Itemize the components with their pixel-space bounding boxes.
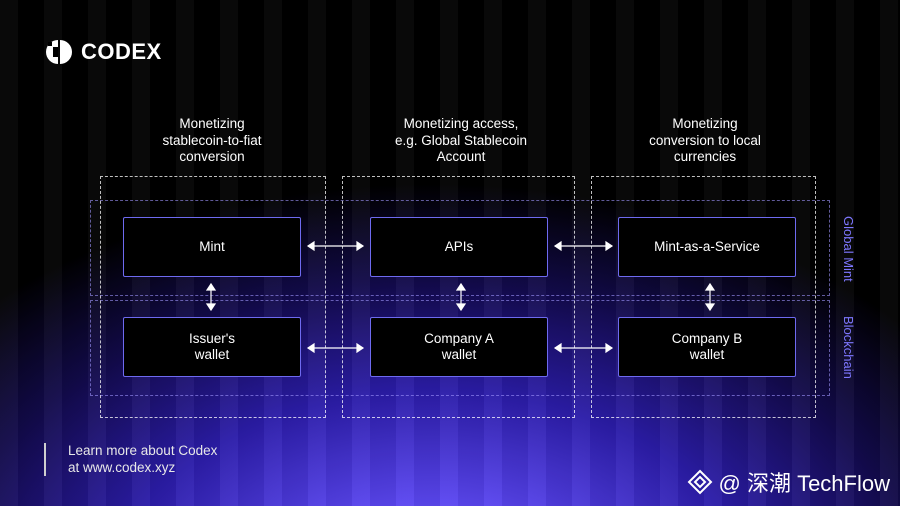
codex-logo-text: CODEX	[81, 39, 162, 64]
row-label-global-mint: Global Mint	[841, 216, 856, 282]
footer-line-2: at www.codex.xyz	[68, 459, 176, 475]
node-label: wallet	[441, 347, 477, 362]
column-header-2: Monetizing access, e.g. Global Stablecoi…	[361, 116, 561, 166]
arrow-companya-companyb	[553, 342, 614, 354]
node-apis[interactable]: APIs	[370, 217, 548, 277]
techflow-watermark: @ 深潮 TechFlow	[687, 466, 890, 498]
arrow-maas-companyb	[704, 282, 716, 312]
column-header-line: Account	[436, 149, 486, 164]
column-header-1: Monetizing stablecoin-to-fiat conversion	[112, 116, 312, 166]
arrow-apis-maas	[553, 240, 614, 252]
arrow-apis-companya	[455, 282, 467, 312]
arrow-issuer-companya	[306, 342, 365, 354]
arrow-mint-apis	[306, 240, 365, 252]
arrow-mint-issuer	[205, 282, 217, 312]
node-label: Company A	[424, 331, 494, 346]
node-label: Mint-as-a-Service	[654, 239, 760, 254]
column-header-line: Monetizing access,	[403, 116, 519, 131]
node-issuer-wallet[interactable]: Issuer's wallet	[123, 317, 301, 377]
node-label: wallet	[194, 347, 230, 362]
column-box-2	[342, 176, 575, 418]
node-label: Mint	[199, 239, 225, 254]
column-header-line: Monetizing	[672, 116, 738, 131]
row-label-blockchain: Blockchain	[841, 315, 856, 379]
techflow-diamond-icon	[687, 469, 712, 495]
column-header-line: stablecoin-to-fiat	[162, 132, 262, 148]
column-header-line: e.g. Global Stablecoin	[394, 132, 528, 148]
codex-logo-icon	[44, 38, 72, 66]
codex-logo[interactable]: CODEX	[44, 38, 162, 66]
node-company-b-wallet[interactable]: Company B wallet	[618, 317, 796, 377]
column-header-line: currencies	[673, 149, 737, 164]
node-mint[interactable]: Mint	[123, 217, 301, 277]
node-label: Company B	[671, 331, 743, 346]
node-company-a-wallet[interactable]: Company A wallet	[370, 317, 548, 377]
column-header-3: Monetizing conversion to local currencie…	[605, 116, 805, 166]
watermark-text: @ 深潮 TechFlow	[718, 471, 890, 496]
row-band-global-mint	[90, 200, 830, 296]
node-label: Issuer's	[188, 331, 236, 346]
column-box-3	[591, 176, 816, 418]
column-header-line: conversion	[179, 149, 245, 164]
column-header-line: conversion to local	[649, 132, 761, 148]
node-mint-as-a-service[interactable]: Mint-as-a-Service	[618, 217, 796, 277]
column-box-1	[100, 176, 326, 418]
footer-divider	[44, 443, 46, 476]
row-band-blockchain	[90, 300, 830, 396]
node-label: wallet	[689, 347, 725, 362]
column-header-line: Monetizing	[179, 116, 245, 131]
node-label: APIs	[444, 239, 474, 254]
footer-line-1: Learn more about Codex	[68, 443, 218, 458]
footer-link[interactable]: Learn more about Codex at www.codex.xyz	[68, 443, 217, 476]
